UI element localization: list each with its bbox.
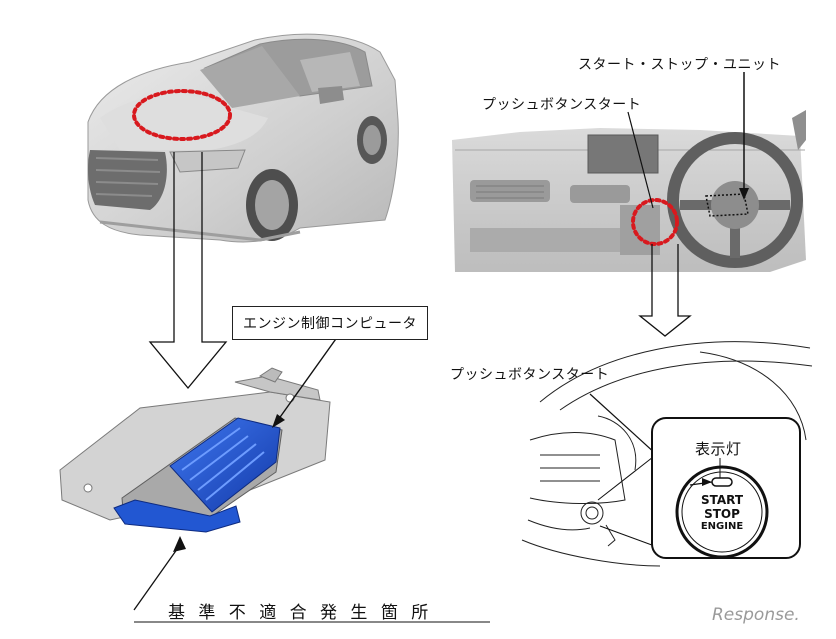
push-button-start-label-top: プッシュボタンスタート: [482, 94, 641, 114]
button-text-stop: STOP: [686, 508, 758, 521]
car-illustration: [88, 34, 398, 242]
ecu-illustration: [60, 368, 330, 532]
nonconformity-arrowhead: [173, 536, 186, 552]
start-stop-unit-label: スタート・ストップ・ユニット: [578, 54, 781, 74]
engine-computer-label: エンジン制御コンピュータ: [232, 306, 428, 340]
button-text-engine: ENGINE: [686, 522, 758, 533]
dashboard-illustration: [452, 110, 806, 272]
nonconformity-location-label: 基 準 不 適 合 発 生 箇 所: [168, 598, 432, 623]
push-button-start-label-bottom: プッシュボタンスタート: [450, 364, 609, 384]
indicator-lamp-label: 表示灯: [695, 438, 742, 459]
indicator-lamp: [712, 478, 732, 486]
response-watermark: Response.: [712, 605, 800, 625]
button-text-start: START: [686, 494, 758, 507]
